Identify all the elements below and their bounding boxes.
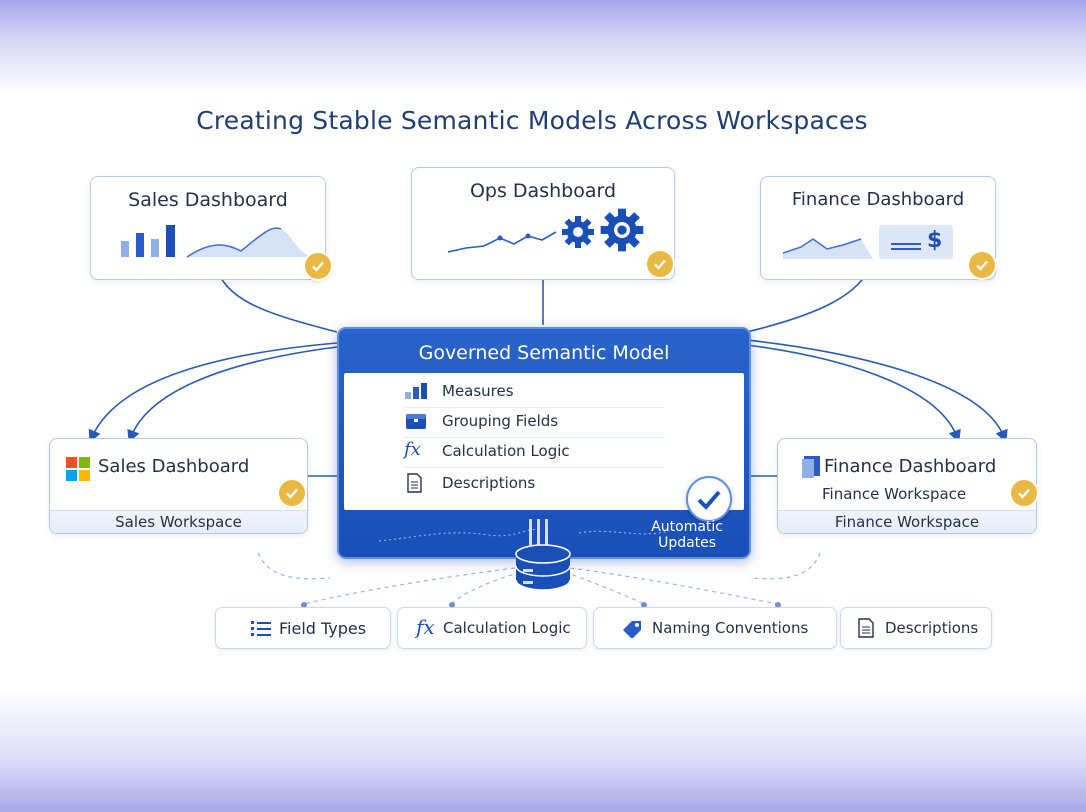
card-title: Sales Dashboard [98,456,250,477]
chip-label: Field Types [279,619,367,638]
core-items-panel: Measures Grouping Fields fx Calculation … [344,373,744,510]
ops-dashboard-card-top[interactable]: Ops Dashboard [411,167,675,280]
core-title: Governed Semantic Model [418,342,670,364]
area-chart-icon [783,238,873,259]
gear-icon [562,216,594,248]
core-item-calculation-logic[interactable]: fx Calculation Logic [404,437,664,468]
governed-semantic-model-panel: Governed Semantic Model Measures Groupin… [337,327,751,559]
dollar-card-icon: $ [879,225,953,259]
windows-logo-icon [66,457,90,481]
gear-icon [600,208,644,252]
check-badge-icon [969,252,995,278]
chip-label: Calculation Logic [443,619,571,637]
card-title: Ops Dashboard [469,180,617,202]
check-badge-icon [647,251,673,277]
auto-line-2: Updates [658,535,717,551]
core-item-label: Grouping Fields [442,412,559,430]
automatic-updates-label: Automatic Updates [651,519,723,551]
bar-chart-icon [121,225,311,258]
chip-label: Descriptions [885,619,979,637]
bar-chart-icon [405,383,427,399]
document-icon [802,456,820,478]
connector-right-inner [746,344,961,443]
card-title: Finance Dashboard [824,456,997,477]
connector-left-outer [88,342,338,443]
core-item-label: Descriptions [442,474,536,492]
line-chart-icon [448,231,557,253]
check-badge-icon [1011,480,1037,506]
document-icon [858,618,874,638]
connector-right-outer [746,339,1008,443]
chip-field-types[interactable]: Field Types [215,607,391,649]
connector-left-inner [127,346,338,443]
check-badge-icon [279,480,305,506]
list-icon [251,621,271,636]
dollar-symbol: $ [927,228,943,253]
sales-dashboard-card-top[interactable]: Sales Dashboard [90,176,331,280]
finance-dashboard-card-side[interactable]: Finance Dashboard Finance Workspace Fina… [777,438,1037,534]
chip-descriptions[interactable]: Descriptions [840,607,992,649]
chip-label: Naming Conventions [652,619,809,637]
check-badge-icon [305,253,331,279]
check-circle-icon [686,476,732,522]
folder-icon [406,414,426,429]
chip-calculation-logic[interactable]: fx Calculation Logic [397,607,587,649]
auto-line-1: Automatic [651,519,723,535]
workspace-label: Finance Workspace [778,510,1036,533]
page-title: Creating Stable Semantic Models Across W… [196,106,868,135]
database-icon [515,544,571,591]
workspace-label: Sales Workspace [50,510,307,533]
core-item-grouping-fields[interactable]: Grouping Fields [404,407,664,438]
sales-dashboard-card-side[interactable]: Sales Dashboard Sales Workspace [49,438,308,534]
fx-icon: fx [416,615,435,639]
finance-dashboard-card-top[interactable]: Finance Dashboard $ [760,176,996,280]
core-item-label: Measures [442,382,514,400]
fx-icon: fx [404,439,421,460]
card-title: Sales Dashboard [128,189,288,211]
core-item-measures[interactable]: Measures [404,377,664,408]
core-item-descriptions[interactable]: Descriptions [404,469,664,499]
chip-naming-conventions[interactable]: Naming Conventions [593,607,837,649]
card-title: Finance Dashboard [791,189,965,210]
core-item-label: Calculation Logic [442,442,570,460]
data-flow-decoration [379,519,670,545]
document-icon [407,473,422,493]
card-subtitle: Finance Workspace [822,485,967,503]
tag-icon [623,621,641,638]
